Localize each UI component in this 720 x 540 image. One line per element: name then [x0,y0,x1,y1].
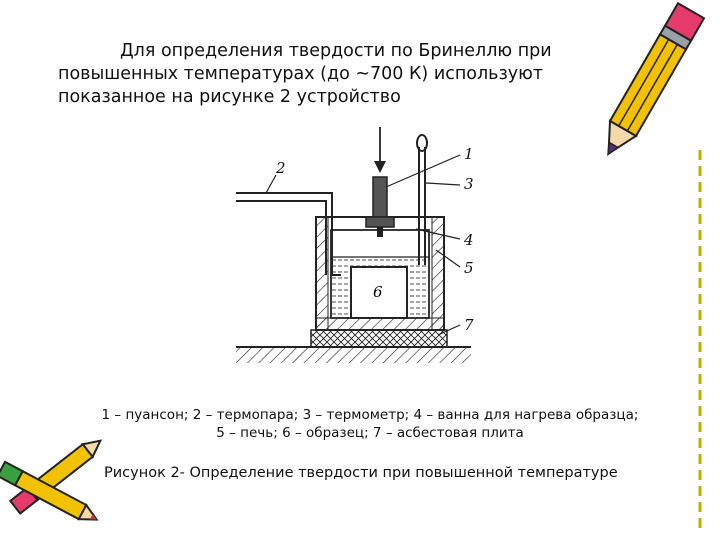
legend-line-2: 5 – печь; 6 – образец; 7 – асбестовая пл… [216,425,524,441]
label-3: 3 [464,175,474,193]
page-edge-decoration [698,150,702,530]
intro-paragraph: Для определения твердости по Бринеллю пр… [58,40,618,109]
pencils-icon [0,439,103,521]
label-7: 7 [464,316,474,334]
intro-line-3: показанное на рисунке 2 устройство [58,87,401,107]
brinell-device-diagram: 6 1 2 3 4 5 7 [236,127,474,363]
figure-legend: 1 – пуансон; 2 – термопара; 3 – термомет… [60,406,680,442]
figure-caption: Рисунок 2- Определение твердости при пов… [104,465,618,481]
label-1: 1 [464,145,474,163]
pencil-icon [607,1,706,157]
legend-line-1: 1 – пуансон; 2 – термопара; 3 – термомет… [101,407,639,423]
label-4: 4 [463,231,474,249]
label-5: 5 [464,259,474,277]
label-2: 2 [275,159,286,177]
svg-text:6: 6 [373,283,383,301]
intro-line-2: повышенных температурах (до ~700 К) испо… [58,64,544,84]
intro-line-1: Для определения твердости по Бринеллю пр… [120,41,552,61]
